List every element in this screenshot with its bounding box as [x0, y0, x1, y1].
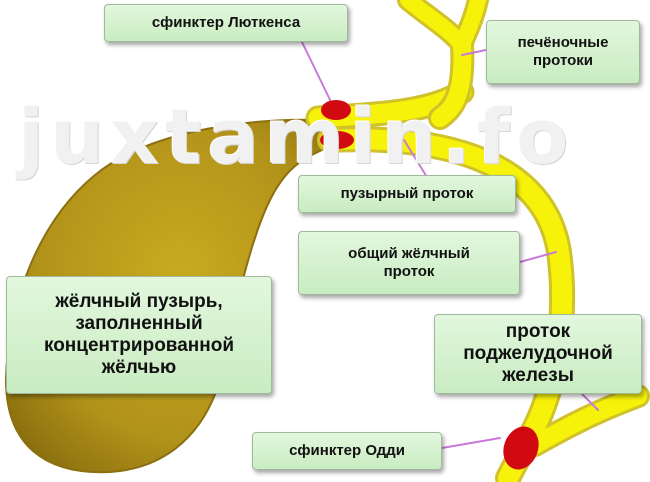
- sphincter-lutkens-shape: [321, 100, 351, 120]
- pointer-common: [519, 251, 557, 263]
- pointer-lutkens: [301, 41, 333, 105]
- label-sphincter-lutkens: сфинктер Люткенса: [104, 4, 348, 42]
- label-hepatic-ducts: печёночные протоки: [486, 20, 640, 84]
- pointer-hepatic: [461, 49, 487, 56]
- label-pancreatic-duct: проток поджелудочной железы: [434, 314, 642, 394]
- pointer-pancreatic: [579, 391, 599, 411]
- label-common-bile-duct: общий жёлчный проток: [298, 231, 520, 295]
- sphincter-oddi-shape: [503, 426, 539, 470]
- common-hepatic-duct-shape: [431, 36, 472, 127]
- label-gallbladder: жёлчный пузырь, заполненный концентриров…: [6, 276, 272, 394]
- label-sphincter-oddi: сфинктер Одди: [252, 432, 442, 470]
- sphincter-lower-cystic-shape: [320, 131, 354, 149]
- pointer-oddi: [441, 437, 501, 449]
- label-cystic-duct: пузырный проток: [298, 175, 516, 213]
